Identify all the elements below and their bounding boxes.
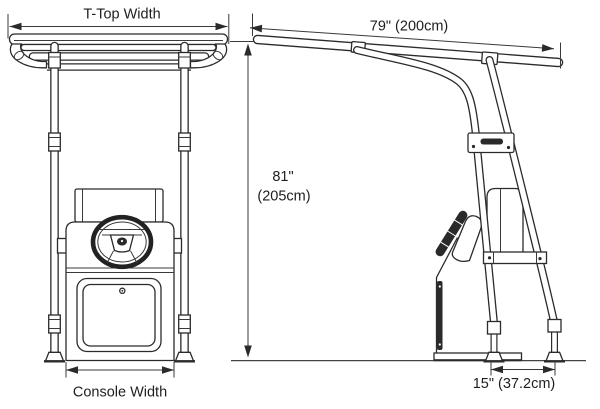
- support-leg-front-right: [174, 46, 195, 361]
- dimension-canopy-length: [249, 13, 561, 69]
- ttop-canopy-front: [8, 33, 229, 52]
- center-console-side: [433, 237, 523, 362]
- console-door-edge: [437, 281, 443, 350]
- mounting-bracket-plate: [467, 132, 515, 154]
- leg-foot-rear: [545, 351, 564, 362]
- dimension-overall-height: [230, 41, 254, 358]
- support-leg-front-left: [44, 41, 65, 363]
- support-legs-side: [353, 46, 565, 363]
- front-view: [8, 33, 229, 363]
- console-access-door: [76, 277, 162, 353]
- center-console-front: [65, 188, 175, 362]
- steering-wheel-front: [90, 214, 154, 270]
- leg-joint-collar-front: [486, 320, 502, 335]
- side-view: [231, 34, 586, 363]
- dimension-console-width: [65, 362, 175, 378]
- canopy-side-wing-left: [9, 43, 48, 69]
- canopy-frame-tubes-front: [28, 52, 210, 71]
- crossbar-side: [482, 251, 548, 265]
- label-ttop-width: T-Top Width: [83, 7, 160, 23]
- leg-foot-front: [484, 351, 504, 362]
- console-dash-side: [486, 187, 524, 254]
- steering-wheel-side: [435, 210, 468, 257]
- label-console-width: Console Width: [73, 385, 167, 401]
- label-canopy-length: 79" (200cm): [370, 19, 448, 35]
- leg-joint-collar-rear: [547, 318, 562, 333]
- dimension-leg-spacing: [490, 361, 556, 376]
- label-height-inches: 81": [272, 169, 293, 185]
- label-height-cm: (205cm): [257, 189, 310, 205]
- label-leg-spacing: 15" (37.2cm): [473, 376, 556, 392]
- dimension-ttop-width: [7, 14, 230, 44]
